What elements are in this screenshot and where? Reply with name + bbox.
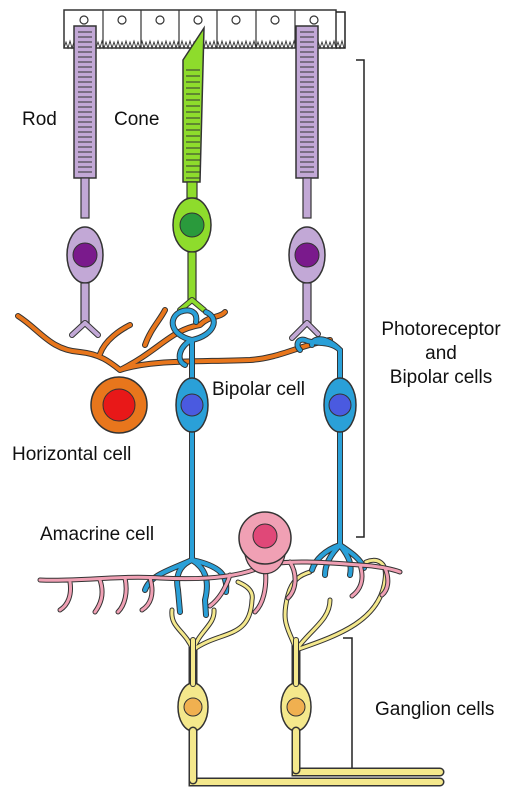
rod-cell (67, 26, 103, 335)
bracket-photoreceptor (356, 60, 364, 537)
label-bipolar-cell: Bipolar cell (212, 378, 305, 402)
bracket-ganglion (343, 638, 352, 770)
label-amacrine-cell: Amacrine cell (40, 523, 154, 547)
label-cone: Cone (114, 108, 159, 132)
label-rod: Rod (22, 108, 57, 132)
label-photoreceptor-line2: and (366, 342, 516, 366)
rod-cell-right (289, 26, 325, 338)
label-horizontal-cell: Horizontal cell (12, 443, 131, 467)
ganglion-cells (172, 560, 440, 782)
label-photoreceptor-line1: Photoreceptor (366, 318, 516, 342)
cone-cell (173, 28, 211, 310)
label-photoreceptor-line3: Bipolar cells (366, 366, 516, 390)
label-ganglion-cells: Ganglion cells (375, 698, 494, 722)
label-photoreceptor-bipolar: Photoreceptor and Bipolar cells (366, 318, 516, 389)
